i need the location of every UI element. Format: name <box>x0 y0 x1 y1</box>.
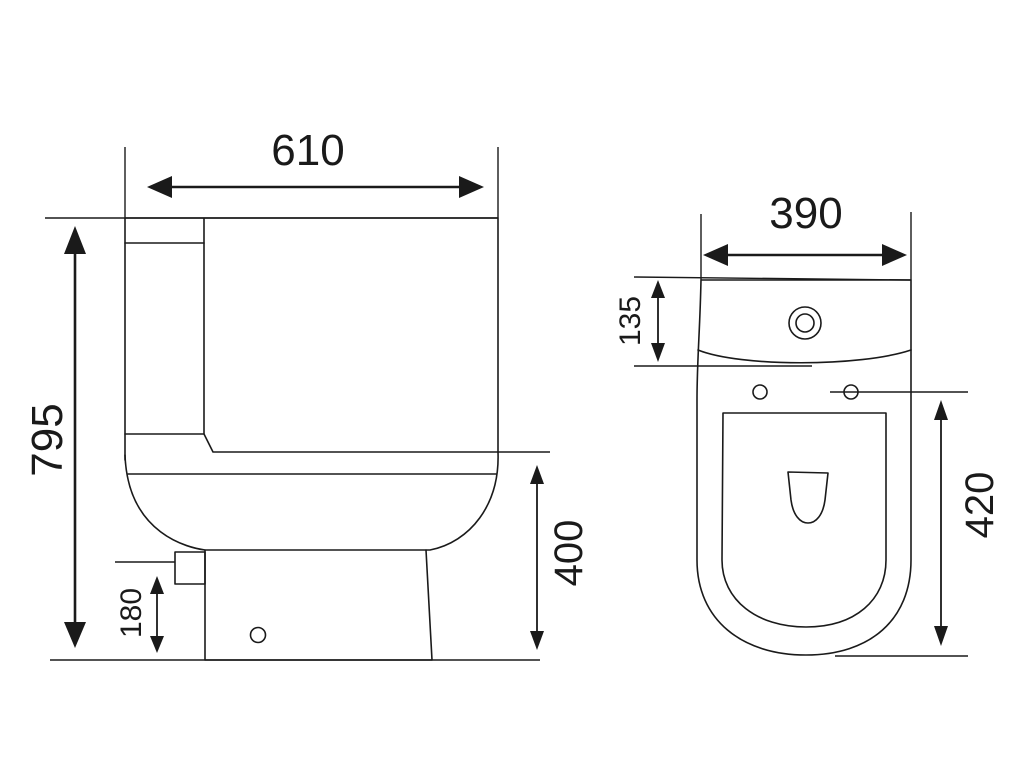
top-view-outline <box>696 279 912 656</box>
bolt-hole-icon <box>249 626 267 644</box>
bowl-outline <box>124 451 499 551</box>
arrowhead-up <box>64 226 86 254</box>
arrowhead-left <box>147 176 172 198</box>
top-view: 390 135 420 <box>614 189 1002 657</box>
arrowhead-up <box>530 465 544 484</box>
pedestal-outline <box>204 549 433 661</box>
flush-button-outer-icon <box>788 306 822 340</box>
dim-label-outlet-height: 180 <box>115 588 148 638</box>
arrowhead-up <box>934 400 948 420</box>
arrowhead-down <box>150 636 164 653</box>
hinge-hole-right-icon <box>843 384 859 400</box>
dim-label-bowl-height: 400 <box>547 520 591 587</box>
hinge-hole-left-icon <box>752 384 768 400</box>
tank-front-curve <box>697 349 912 364</box>
arrowhead-down <box>64 622 86 648</box>
dim-label-height: 795 <box>23 403 72 476</box>
inner-bowl-outline <box>721 412 887 628</box>
arrowhead-right <box>882 244 907 266</box>
dim-label-tank-depth: 135 <box>614 296 647 346</box>
arrowhead-up <box>651 280 665 298</box>
flush-button-inner-icon <box>795 313 815 333</box>
dim-label-width: 610 <box>271 126 344 175</box>
arrowhead-up <box>150 576 164 594</box>
drain-opening <box>787 471 829 524</box>
tank-outline <box>124 217 499 453</box>
side-view: 610 795 400 180 <box>23 126 591 661</box>
dim-label-top-width: 390 <box>769 189 842 238</box>
arrowhead-down <box>934 626 948 646</box>
arrowhead-down <box>651 343 665 362</box>
arrowhead-down <box>530 631 544 650</box>
outlet-spigot <box>174 551 206 585</box>
arrowhead-right <box>459 176 484 198</box>
arrowhead-left <box>703 244 728 266</box>
dim-label-bowl-length: 420 <box>958 472 1002 539</box>
